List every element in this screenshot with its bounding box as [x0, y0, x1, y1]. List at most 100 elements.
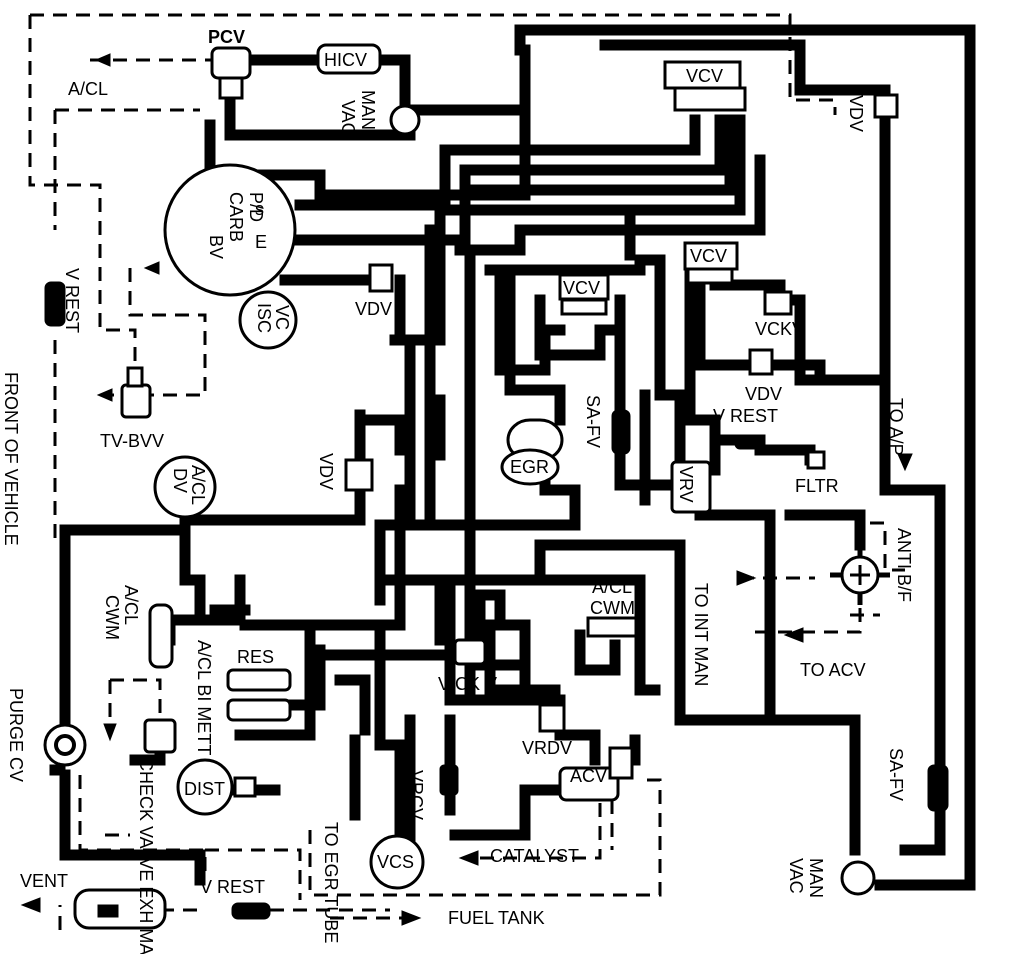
flow-arrows — [20, 53, 913, 926]
acl-cwm-right-label-1: A/CL — [592, 577, 632, 597]
vdv-right-label: VDV — [745, 384, 782, 404]
vdv-left-valve — [344, 458, 374, 492]
arrow-up-icon — [103, 723, 117, 742]
acl-dv-label-2: DV — [170, 468, 190, 493]
v-rest-bottom-label: V REST — [200, 877, 265, 897]
vrv-label: VRV — [676, 466, 696, 503]
anti-bf-label: ANTI B/F — [894, 528, 914, 602]
hicv-label: HICV — [324, 50, 367, 70]
res-label: RES — [237, 647, 274, 667]
v-rest-bottom-valve — [231, 902, 271, 920]
arrow-left-icon — [783, 627, 804, 643]
arrow-left-icon — [94, 53, 111, 67]
acl-cwm-right — [586, 616, 638, 638]
man-vac-fitting-bottom — [840, 860, 876, 896]
egr-valve — [500, 418, 564, 486]
v-rest-mid-label: V REST — [713, 406, 778, 426]
check-valve — [143, 718, 177, 754]
vrcv-valve — [439, 764, 459, 796]
tv-bvv-label: TV-BVV — [100, 431, 164, 451]
sa-fv-right-valve — [927, 764, 949, 812]
components — [43, 43, 949, 930]
acl-dv-label-1: A/CL — [188, 465, 208, 505]
vrcv-label: VRCV — [406, 770, 426, 820]
reservoir — [226, 668, 292, 722]
vdv-top-right-valve — [873, 93, 899, 119]
vdv-top-right-label: VDV — [846, 95, 866, 132]
vcv-top-label: VCV — [686, 66, 723, 86]
distributor — [176, 758, 257, 816]
vckv-label: VCKV — [755, 319, 804, 339]
vc-isc-circle — [238, 290, 298, 350]
arrow-right-icon — [401, 910, 422, 926]
man-vac-top-label-1: MAN — [358, 90, 378, 130]
sa-fv-right-label: SA-FV — [886, 748, 906, 801]
vent-label: VENT — [20, 871, 68, 891]
purge-cv-circle — [43, 723, 87, 767]
vcv-mid-valve — [558, 273, 610, 316]
pcv-label: PCV — [208, 27, 245, 47]
vckv-valve — [763, 290, 793, 316]
acl-cwm-left-label-1: A/CL — [121, 585, 141, 625]
arrow-left-icon — [458, 850, 479, 866]
acl-bi-mett-label: A/CL BI METT — [194, 640, 214, 755]
vdv-center-label: VDV — [355, 299, 392, 319]
purge-cv-label: PURGE CV — [6, 688, 26, 782]
vent-canister — [73, 888, 167, 930]
vcv-mid-label: VCV — [563, 278, 600, 298]
vdv-right-valve — [748, 348, 774, 376]
arrow-left-icon — [96, 388, 113, 402]
to-ap-label: TO A/P — [886, 398, 906, 456]
vcs-label: VCS — [377, 852, 414, 872]
man-vac-top-label-2: VAC — [338, 100, 358, 136]
sa-fv-center-label: SA-FV — [583, 395, 603, 448]
carburetor-circle — [163, 163, 297, 297]
arrow-right-icon — [736, 570, 757, 586]
vacuum-hoses — [49, 24, 976, 891]
acl-dv-circle — [153, 455, 217, 519]
carb-carb-label: CARB — [226, 192, 246, 242]
egr-label: EGR — [510, 457, 549, 477]
acl-cwm-right-label-2: CWM — [590, 598, 635, 618]
anti-backfire-valve — [830, 545, 890, 605]
dist-label: DIST — [184, 779, 225, 799]
arrow-up-icon — [897, 453, 913, 472]
vcs-circle — [369, 834, 425, 890]
fltr-label: FLTR — [795, 476, 839, 496]
v-ck-v-valve — [453, 638, 487, 666]
vrdv-valve — [538, 703, 566, 733]
carb-e-label: E — [255, 232, 267, 252]
vcv-right-label: VCV — [690, 246, 727, 266]
acv-valve — [558, 746, 634, 802]
arrow-left-icon — [143, 261, 160, 275]
vrdv-label: VRDV — [522, 738, 572, 758]
check-valve-exh-man-label: CHECK VALVE EXH MAN — [136, 758, 156, 954]
carb-pd-label: P/D — [246, 192, 266, 222]
front-of-vehicle-label: FRONT OF VEHICLE — [1, 372, 21, 546]
tv-bvv-valve — [120, 366, 152, 419]
to-acv-label: TO ACV — [800, 660, 866, 680]
man-vac-bottom-label-2: VAC — [786, 858, 806, 894]
vrv-valve — [670, 460, 712, 514]
v-rest-left-valve — [44, 281, 66, 327]
vc-isc-label-2: ISC — [254, 303, 274, 333]
sa-fv-center-valve — [611, 409, 631, 455]
dashed-lines — [28, 13, 905, 930]
man-vac-bottom-label-1: MAN — [806, 858, 826, 898]
carb-s-label: s — [255, 199, 264, 219]
to-egr-tube-label: TO EGR TUBE — [321, 822, 341, 943]
v-rest-mid-valve — [734, 434, 766, 450]
carb-bv-label: BV — [206, 235, 226, 259]
v-ck-v-label: V CK V — [438, 674, 497, 694]
arrow-left-icon — [20, 897, 41, 913]
vc-isc-label-1: VC — [272, 305, 292, 330]
acv-label: ACV — [570, 766, 607, 786]
acl-cwm-left-label-2: CWM — [102, 595, 122, 640]
vcv-right-valve — [683, 241, 739, 285]
hicv-valve — [316, 43, 382, 75]
acl-top-label: A/CL — [68, 79, 108, 99]
man-vac-fitting-top — [389, 104, 421, 136]
filter — [806, 450, 826, 470]
vdv-center-valve — [368, 263, 394, 293]
